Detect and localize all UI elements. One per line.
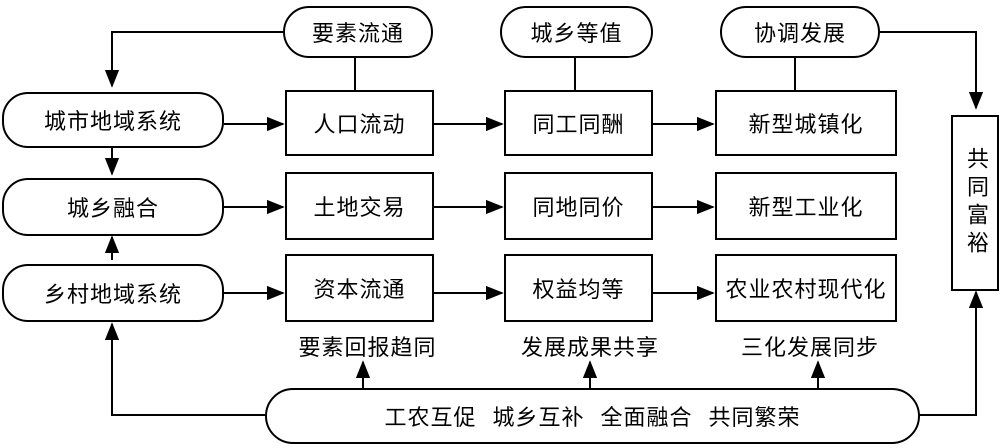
system-urban-territory: 城市地域系统	[2, 92, 224, 148]
box-equal-rights: 权益均等	[504, 254, 653, 322]
box-equal-pay: 同工同酬	[504, 90, 653, 156]
system-rural-territory: 乡村地域系统	[2, 264, 224, 322]
caption-synchronized-development: 三化发展同步	[740, 336, 879, 361]
connector-top-right	[880, 31, 984, 110]
system-urban-rural-fusion: 城乡融合	[2, 178, 224, 236]
caption-shared-results: 发展成果共享	[520, 336, 659, 361]
slogan-bottom: 工农互促 城乡互补 全面融合 共同繁荣	[265, 388, 920, 444]
connector-top-left	[104, 31, 283, 88]
box-population-flow: 人口流动	[285, 90, 434, 156]
box-new-industrialization: 新型工业化	[715, 172, 897, 240]
goal-common-prosperity: 共同富裕	[951, 115, 999, 291]
principle-factor-flow: 要素流通	[283, 6, 433, 58]
connector-bottom-right	[918, 290, 984, 416]
box-agricultural-modernization: 农业农村现代化	[715, 254, 897, 322]
principle-coordinated-development: 协调发展	[720, 6, 880, 58]
box-land-transaction: 土地交易	[285, 172, 434, 240]
box-capital-flow: 资本流通	[285, 254, 434, 322]
box-equal-land-price: 同地同价	[504, 172, 653, 240]
principle-urban-rural-equivalence: 城乡等值	[500, 6, 653, 58]
connector-bottom-left	[104, 322, 265, 416]
caption-factor-return: 要素回报趋同	[298, 336, 437, 361]
box-new-urbanization: 新型城镇化	[715, 90, 897, 156]
